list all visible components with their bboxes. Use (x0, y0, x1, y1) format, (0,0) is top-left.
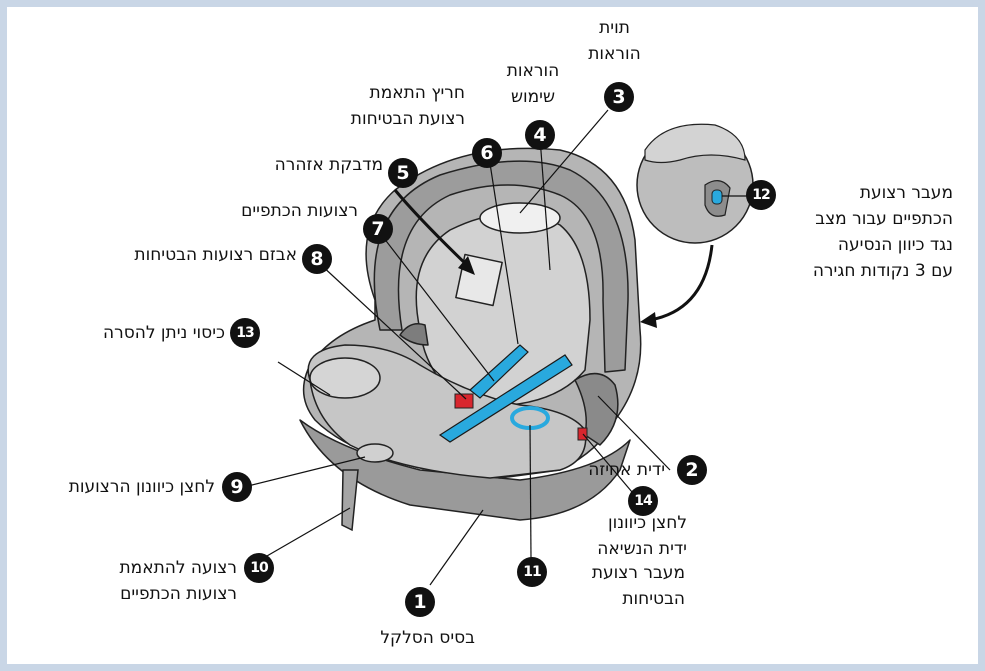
zoom-arrow-head (640, 312, 657, 328)
callout-3-badge: 3 (604, 82, 634, 112)
callout-13-label: כיסוי ניתן להסרה (103, 320, 225, 346)
callout-2-badge: 2 (677, 455, 707, 485)
harness-buckle (455, 394, 473, 408)
shoulder-belt-guide-zoom (637, 124, 753, 243)
callout-8-badge: 8 (302, 244, 332, 274)
callout-11-badge: 11 (517, 557, 547, 587)
callout-5-badge: 5 (388, 158, 418, 188)
callout-9-badge: 9 (222, 472, 252, 502)
callout-1-badge: 1 (405, 587, 435, 617)
callout-7-badge: 7 (363, 214, 393, 244)
callout-1-label: בסיס הסלקל (380, 625, 475, 651)
harness-adjust-strap (342, 470, 358, 530)
callout-10-badge: 10 (244, 553, 274, 583)
handle-adjust-button (578, 428, 587, 440)
callout-4-badge: 4 (525, 120, 555, 150)
callout-6-badge: 6 (472, 138, 502, 168)
instructions-label (480, 203, 560, 233)
callout-13-badge: 13 (230, 318, 260, 348)
callout-12-badge: 12 (746, 180, 776, 210)
left-armrest (310, 358, 380, 398)
harness-adjust-button (357, 444, 393, 462)
callout-5-label: מדבקת אזהרה (275, 152, 383, 178)
callout-2-label: ידית אחיזה (588, 457, 665, 483)
callout-9-label: לחצן כיוונון הרצועות (69, 474, 215, 500)
zoom-arrow (650, 245, 712, 320)
callout-8-label: אבזם רצועות הבטיחות (134, 242, 297, 268)
callout-7-label: רצועות הכתפיים (241, 198, 358, 224)
